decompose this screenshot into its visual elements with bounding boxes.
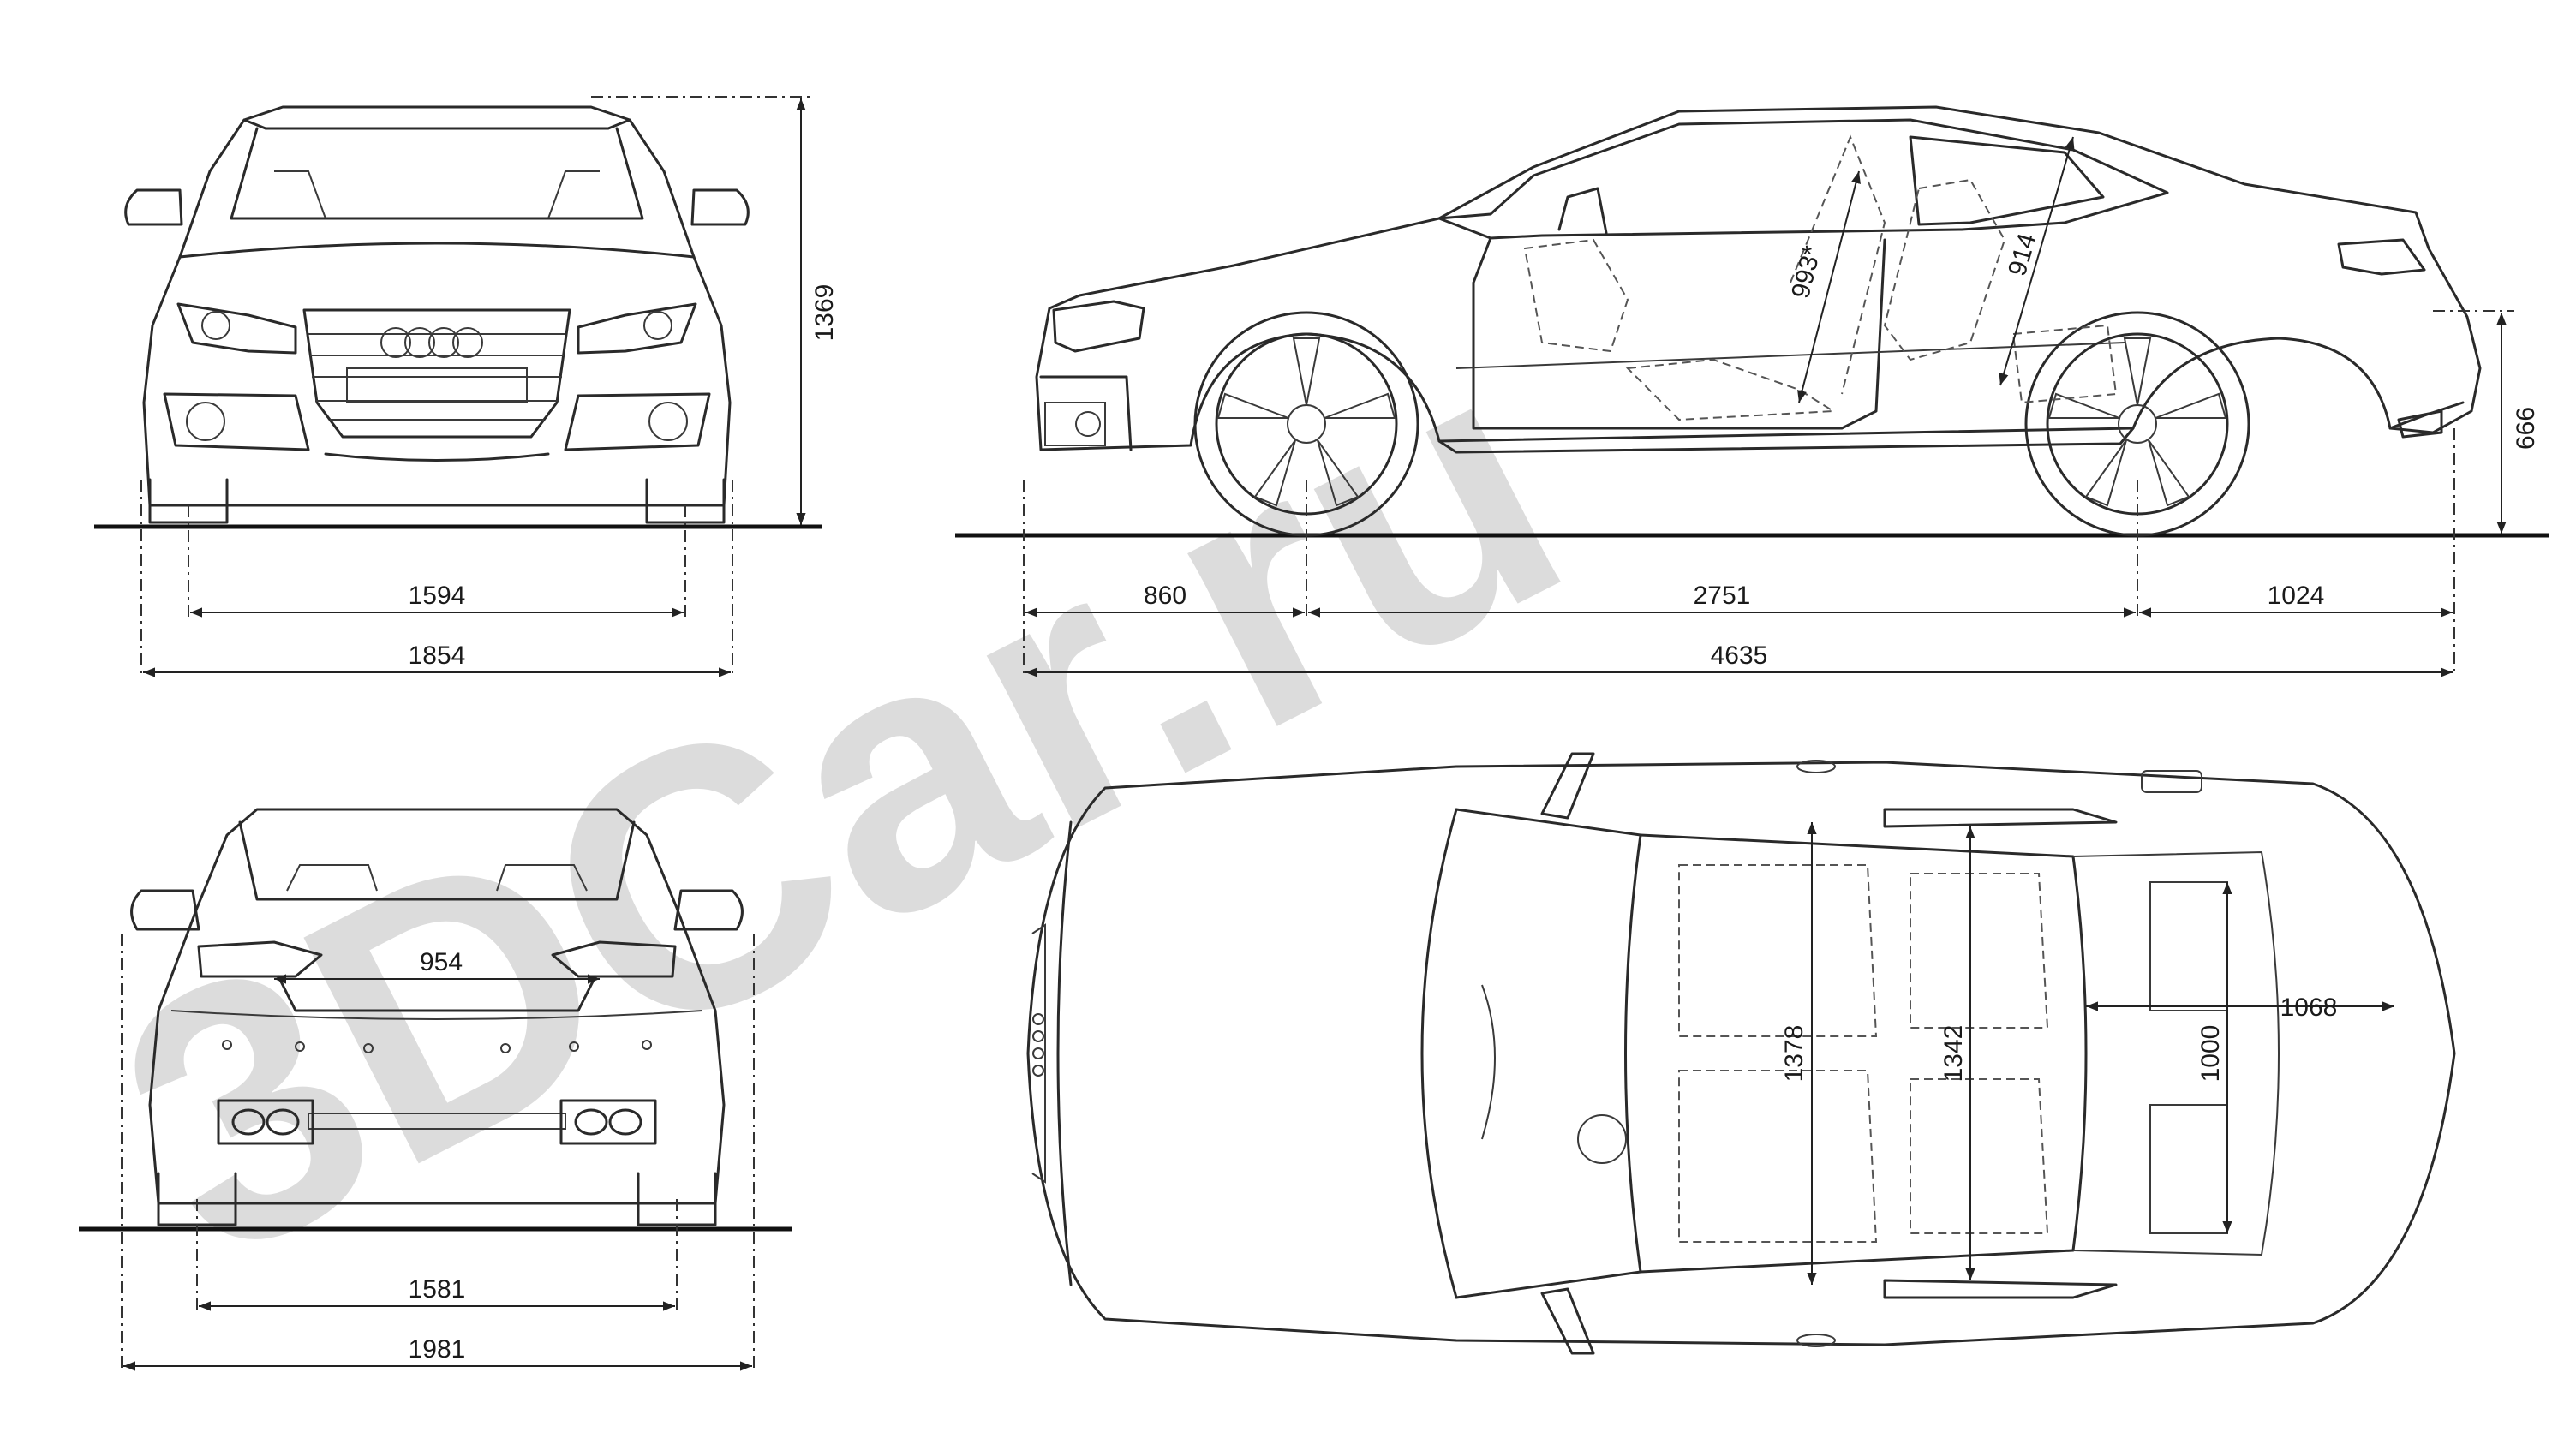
top-view: 1378 1342 1000 1068 [1026, 752, 2456, 1355]
wheelbase-label: 2751 [1694, 582, 1751, 610]
door-opening-label: 993* [1786, 242, 1826, 301]
rear-overhang-label: 1024 [2268, 582, 2325, 610]
rear-width-label: 1981 [409, 1335, 466, 1364]
door-opening-dim-line [1797, 170, 1861, 403]
trunk-opening-label: 954 [420, 948, 463, 976]
rear-view: 954 1581 1981 [79, 808, 792, 1371]
front-track-label: 1594 [409, 582, 466, 610]
trunk-width-label: 1000 [2196, 1025, 2225, 1083]
trunk-sill-label: 666 [2512, 407, 2540, 450]
front-width-label: 1854 [409, 641, 466, 670]
trunk-depth-label: 1068 [2280, 994, 2338, 1022]
front-car-drawing [124, 105, 750, 524]
front-view: 1369 1594 1854 [94, 96, 839, 677]
length-label: 4635 [1711, 641, 1768, 670]
rear-car-drawing [130, 808, 744, 1226]
front-overhang-label: 860 [1144, 582, 1186, 610]
rear-interior-width-label: 1342 [1939, 1025, 1968, 1083]
front-height-label: 1369 [810, 284, 839, 342]
side-view: 993* 914 666 860 2751 1024 4635 [955, 105, 2549, 677]
rear-track-label: 1581 [409, 1275, 466, 1304]
top-car-drawing [1026, 752, 2456, 1355]
window-height-label: 914 [2003, 230, 2042, 279]
window-height-dim-line [1999, 136, 2075, 386]
watermark: 3DCar.ru [63, 275, 1618, 1338]
front-interior-width-label: 1378 [1780, 1025, 1808, 1083]
watermark-text: 3DCar.ru [63, 275, 1618, 1338]
